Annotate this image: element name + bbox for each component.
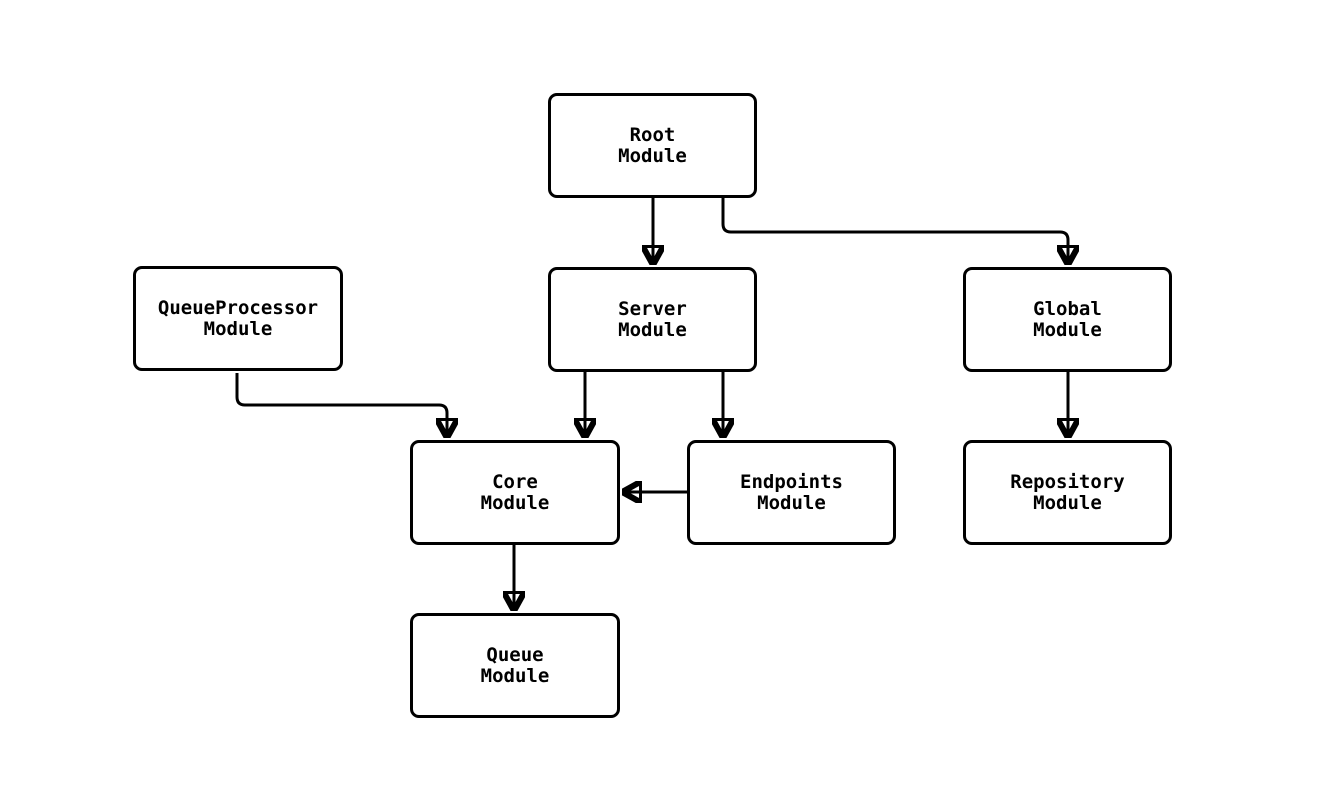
node-core-module-label: Core Module: [480, 470, 550, 514]
node-root-module-label: Root Module: [618, 123, 687, 167]
edge-root-to-global: [721, 198, 1068, 265]
node-repository-module: Repository Module: [963, 440, 1172, 545]
node-server-module-label: Server Module: [618, 297, 687, 341]
edge-queueprocessor-to-core: [235, 373, 447, 438]
node-queueprocessor-module: QueueProcessor Module: [133, 266, 343, 371]
node-root-module: Root Module: [548, 93, 757, 198]
node-global-module: Global Module: [963, 267, 1172, 372]
node-queueprocessor-module-label: QueueProcessor Module: [157, 296, 319, 340]
node-repository-module-label: Repository Module: [1010, 470, 1125, 514]
node-queue-module: Queue Module: [410, 613, 620, 718]
node-global-module-label: Global Module: [1033, 297, 1102, 341]
node-server-module: Server Module: [548, 267, 757, 372]
node-queue-module-label: Queue Module: [480, 643, 550, 687]
node-endpoints-module: Endpoints Module: [687, 440, 896, 545]
node-endpoints-module-label: Endpoints Module: [740, 470, 843, 514]
node-core-module: Core Module: [410, 440, 620, 545]
